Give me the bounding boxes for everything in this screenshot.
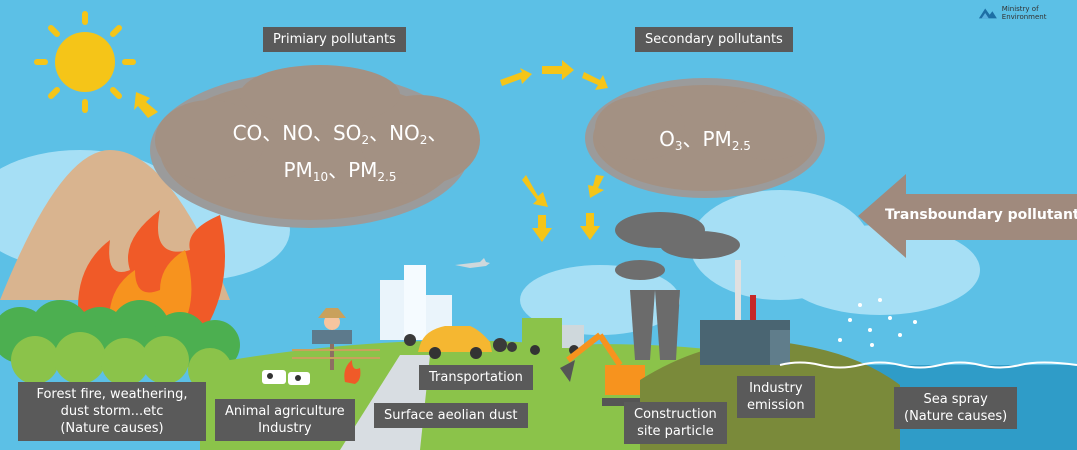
flow-arrows bbox=[134, 60, 608, 242]
primary-line1-a-sub: 2 bbox=[361, 133, 370, 147]
transboundary-arrow bbox=[858, 174, 1077, 258]
scarecrow-icon bbox=[312, 308, 352, 370]
primary-line1-c: 、 bbox=[427, 121, 448, 145]
sea-spray-label: Sea spray (Nature causes) bbox=[894, 387, 1018, 429]
secondary-line1-b-sub: 2.5 bbox=[731, 139, 751, 153]
seaspray-label-line2: (Nature causes) bbox=[904, 409, 1008, 424]
construction-label: Construction site particle bbox=[624, 402, 727, 444]
fence bbox=[292, 349, 380, 359]
agriculture-label-line2: Industry bbox=[258, 421, 312, 436]
industry-emission-label: Industry emission bbox=[737, 376, 815, 418]
primary-line-2: PM10、PM2.5 bbox=[210, 155, 470, 192]
forest-label-line2: dust storm...etc bbox=[60, 404, 164, 419]
primary-line2-a: PM bbox=[283, 158, 313, 182]
construction-label-line1: Construction bbox=[634, 407, 717, 422]
seaspray-label-line1: Sea spray bbox=[923, 392, 988, 407]
forest-label-line1: Forest fire, weathering, bbox=[36, 387, 188, 402]
primary-line1-b-sub: 2 bbox=[419, 133, 428, 147]
sun-icon bbox=[34, 11, 136, 113]
construction-label-line2: site particle bbox=[637, 424, 714, 439]
industry-label-line2: emission bbox=[747, 398, 805, 413]
cow-icon bbox=[262, 370, 310, 385]
secondary-line1-b: 、PM bbox=[682, 127, 732, 151]
transportation-label: Transportation bbox=[419, 365, 533, 390]
primary-line2-a-sub: 10 bbox=[312, 170, 329, 184]
car-icon bbox=[418, 326, 492, 359]
primary-line1-a: CO、NO、SO bbox=[232, 121, 362, 145]
factory bbox=[700, 260, 790, 365]
cooling-towers bbox=[630, 290, 680, 360]
sea-spray-icon bbox=[838, 298, 917, 347]
surface-aeolian-dust-label: Surface aeolian dust bbox=[374, 403, 528, 428]
primary-line-1: CO、NO、SO2、NO2、 bbox=[210, 118, 470, 155]
airplane-icon bbox=[455, 258, 490, 268]
primary-pollutants-list: CO、NO、SO2、NO2、 PM10、PM2.5 bbox=[210, 118, 470, 192]
forest-label-line3: (Nature causes) bbox=[60, 421, 164, 436]
secondary-pollutant-cloud bbox=[585, 78, 825, 198]
agriculture-label-line1: Animal agriculture bbox=[225, 404, 345, 419]
mountain-logo-icon bbox=[978, 8, 997, 19]
campfire-icon bbox=[344, 360, 361, 384]
animal-agriculture-label: Animal agriculture Industry bbox=[215, 399, 355, 441]
transboundary-label: Transboundary pollutants bbox=[885, 207, 1077, 223]
secondary-pollutants-title: Secondary pollutants bbox=[635, 27, 793, 52]
secondary-line1-a: O bbox=[659, 127, 675, 151]
ministry-logo: Ministry of Environment bbox=[978, 5, 1077, 21]
secondary-line-1: O3、PM2.5 bbox=[630, 124, 780, 161]
secondary-pollutants-list: O3、PM2.5 bbox=[630, 124, 780, 161]
ministry-logo-text: Ministry of Environment bbox=[1001, 5, 1047, 21]
secondary-line1-a-sub: 3 bbox=[674, 139, 683, 153]
primary-pollutants-title: Primiary pollutants bbox=[263, 27, 406, 52]
primary-line2-b: 、PM bbox=[328, 158, 378, 182]
industry-label-line1: Industry bbox=[749, 381, 803, 396]
primary-line2-b-sub: 2.5 bbox=[377, 170, 397, 184]
forest-fire-label: Forest fire, weathering, dust storm...et… bbox=[18, 382, 206, 441]
primary-line1-b: 、NO bbox=[369, 121, 420, 145]
primary-pollutant-cloud bbox=[150, 65, 480, 228]
